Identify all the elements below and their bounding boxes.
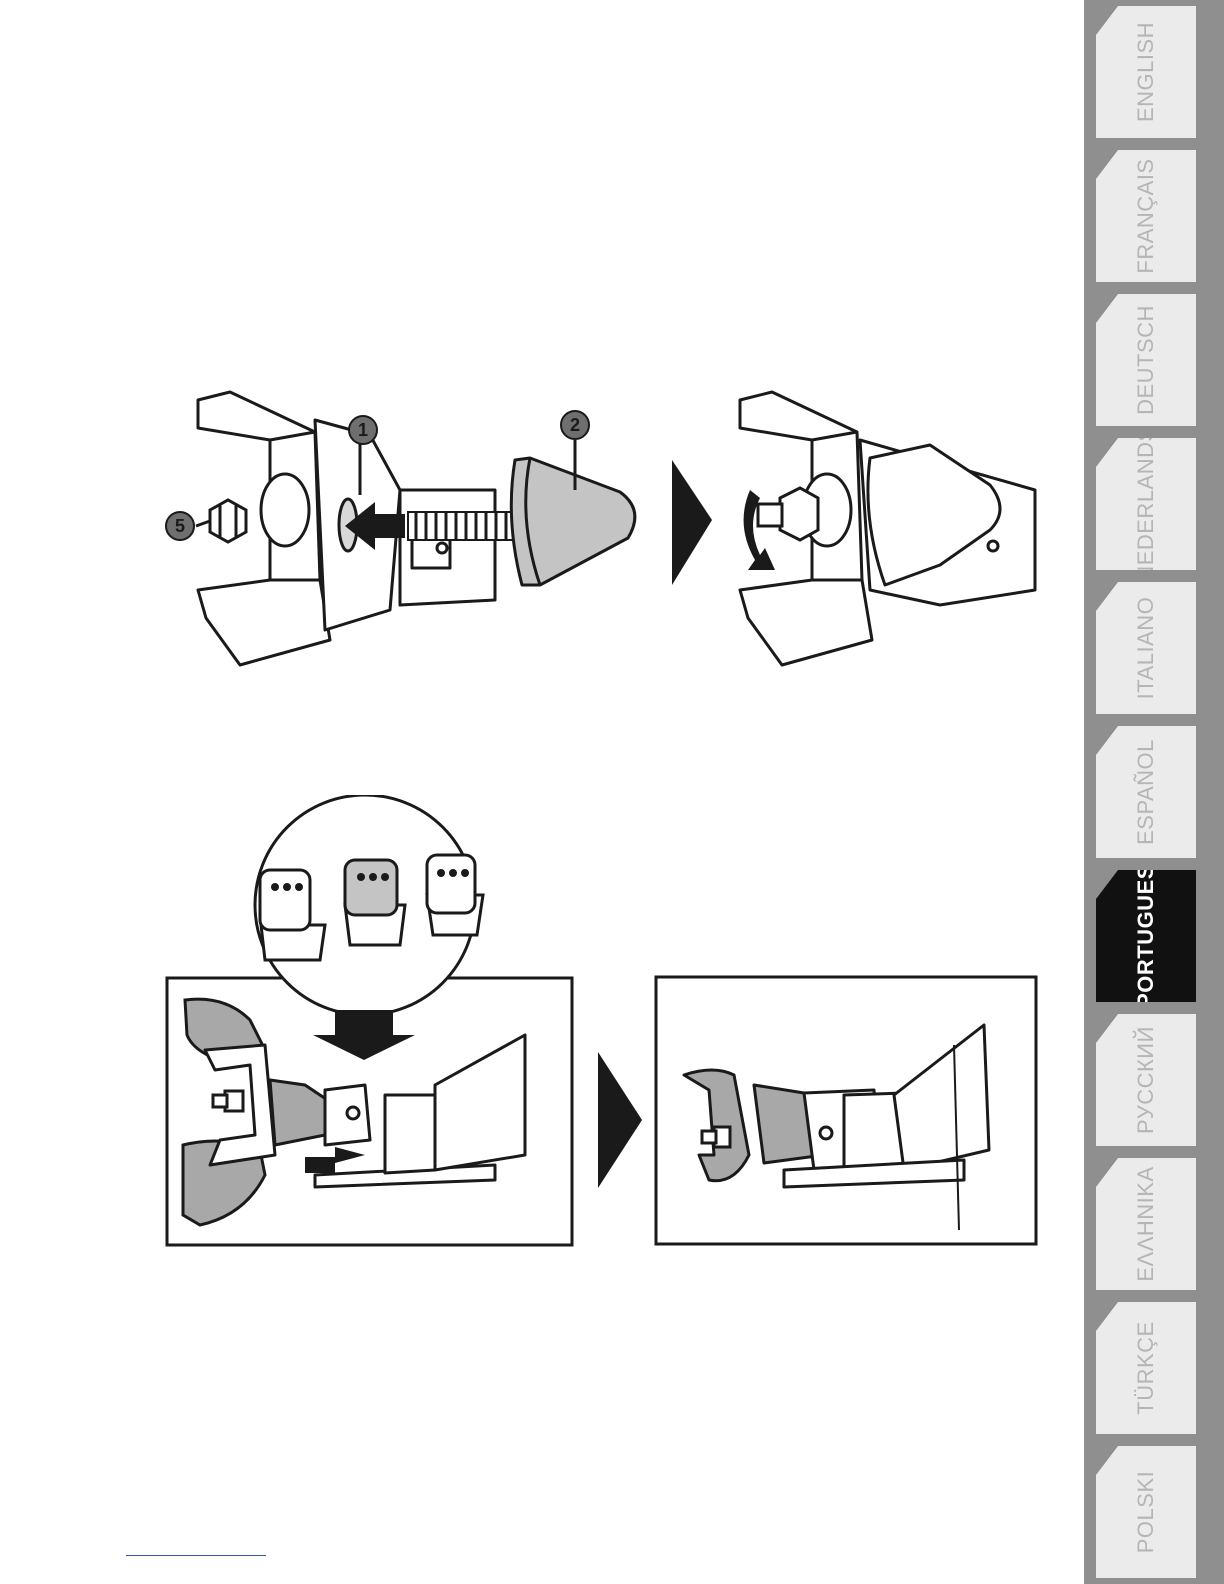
step-arrow-top — [672, 460, 712, 585]
language-tab-italiano[interactable]: ITALIANO — [1096, 582, 1196, 714]
callout-1-label: 1 — [358, 420, 368, 440]
language-tabs: ENGLISH FRANÇAIS DEUTSCH NEDERLANDS ITALIANO… — [1084, 0, 1224, 1584]
nut-assembled — [758, 488, 818, 540]
language-tab-label: DEUTSCH — [1133, 305, 1159, 415]
top-illustration: 5 2 1 — [150, 380, 1050, 680]
language-tab-label: FRANÇAIS — [1133, 158, 1159, 273]
language-tab-deutsch[interactable]: DEUTSCH — [1096, 294, 1196, 426]
language-tab-polski[interactable]: POLSKI — [1096, 1446, 1196, 1578]
language-tab-label: ΕΛΛΗΝΙΚΑ — [1133, 1166, 1159, 1281]
language-tab-label: TÜRKÇE — [1133, 1321, 1159, 1414]
language-tab-portugues[interactable]: PORTUGUES — [1096, 870, 1196, 1002]
cone-part-2 — [511, 458, 635, 585]
bolt-left — [213, 1091, 243, 1111]
threaded-bolt — [408, 512, 518, 540]
language-tab-label: NEDERLANDS — [1133, 426, 1159, 581]
callout-line-5 — [196, 521, 210, 526]
language-tab-español[interactable]: ESPAÑOL — [1096, 726, 1196, 858]
language-tab-english[interactable]: ENGLISH — [1096, 6, 1196, 138]
language-tab-label: PORTUGUES — [1133, 864, 1159, 1008]
language-tab-türkçe[interactable]: TÜRKÇE — [1096, 1302, 1196, 1434]
language-tab-nederlands[interactable]: NEDERLANDS — [1096, 438, 1196, 570]
language-tab-français[interactable]: FRANÇAIS — [1096, 150, 1196, 282]
language-tab-ελληνικα[interactable]: ΕΛΛΗΝΙΚΑ — [1096, 1158, 1196, 1290]
tighten-arrow — [744, 490, 775, 570]
language-tab-русский[interactable]: РУССКИЙ — [1096, 1014, 1196, 1146]
language-tab-label: ENGLISH — [1133, 22, 1159, 122]
callout-2-label: 2 — [570, 415, 580, 435]
language-tab-label: ITALIANO — [1133, 597, 1159, 700]
language-tab-label: ESPAÑOL — [1133, 739, 1159, 845]
language-tab-label: POLSKI — [1133, 1471, 1159, 1553]
language-tab-label: РУССКИЙ — [1133, 1026, 1159, 1134]
nut-part-5 — [210, 500, 246, 542]
bolt-right — [702, 1127, 730, 1147]
step-arrow-bottom — [596, 1050, 644, 1190]
callout-5-label: 5 — [175, 516, 185, 536]
bottom-left-illustration — [165, 795, 575, 1247]
bottom-right-illustration — [654, 975, 1038, 1247]
footer-link[interactable] — [126, 1555, 266, 1556]
